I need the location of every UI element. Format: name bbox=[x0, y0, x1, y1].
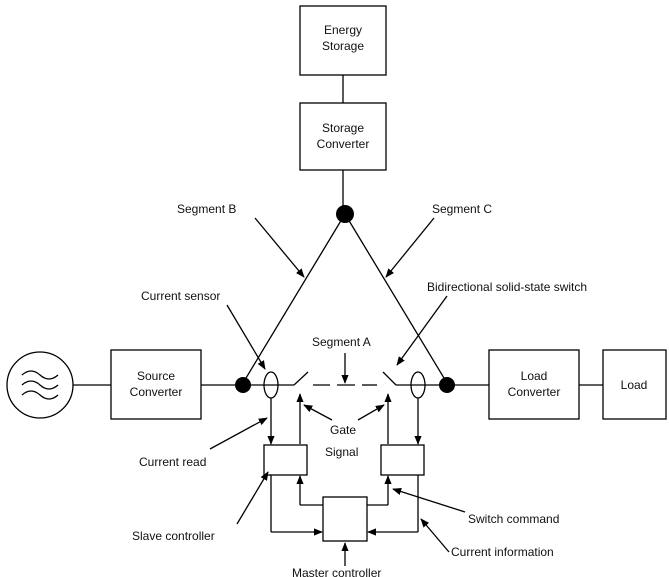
master-controller-label: Master controller bbox=[292, 566, 381, 577]
bidirectional-switch-label: Bidirectional solid-state switch bbox=[427, 280, 587, 294]
source-converter-box bbox=[110, 349, 202, 420]
current-sensor-pointer bbox=[226, 304, 266, 370]
segment-c-line bbox=[344, 213, 448, 384]
load-converter-label-2: Converter bbox=[508, 385, 561, 399]
slave-controller-label: Slave controller bbox=[132, 529, 215, 543]
current-information-label: Current information bbox=[451, 545, 554, 559]
load-converter-box bbox=[488, 349, 580, 420]
segment-c-label: Segment C bbox=[432, 202, 492, 216]
ac-wave-3 bbox=[21, 390, 59, 400]
slave-controller-pointer bbox=[236, 471, 269, 525]
current-sensor-label: Current sensor bbox=[141, 289, 220, 303]
storage-converter-label-2: Converter bbox=[317, 137, 370, 151]
switch-command-label: Switch command bbox=[468, 512, 559, 526]
load-converter-label-1: Load bbox=[521, 369, 548, 383]
energy-storage-label-1: Energy bbox=[324, 23, 362, 37]
storage-converter-label-1: Storage bbox=[322, 121, 364, 135]
master-controller-box bbox=[322, 496, 368, 542]
current-read-label: Current read bbox=[139, 455, 206, 469]
slave-controller-right bbox=[380, 444, 425, 476]
ac-wave-1 bbox=[21, 370, 59, 380]
segment-b-pointer bbox=[254, 217, 305, 278]
gate-pointer-right bbox=[357, 404, 385, 421]
bidirectional-switch-pointer bbox=[396, 295, 448, 366]
gate-label: Gate bbox=[330, 423, 356, 437]
switch-command-pointer bbox=[392, 488, 466, 513]
ac-wave-2 bbox=[21, 380, 59, 390]
storage-converter-box bbox=[299, 102, 387, 171]
current-information-pointer bbox=[420, 518, 450, 553]
load-label: Load bbox=[621, 378, 648, 392]
segment-c-pointer bbox=[385, 217, 435, 278]
current-read-pointer bbox=[209, 417, 268, 450]
signal-label: Signal bbox=[325, 445, 358, 459]
load-box bbox=[602, 349, 667, 420]
source-converter-label-1: Source bbox=[137, 369, 175, 383]
switch-left-blade bbox=[293, 371, 309, 386]
slave-controller-left bbox=[263, 444, 308, 476]
source-converter-label-2: Converter bbox=[130, 385, 183, 399]
segment-a-label: Segment A bbox=[312, 335, 371, 349]
energy-storage-label-2: Storage bbox=[322, 39, 364, 53]
switch-right-blade bbox=[382, 371, 397, 386]
energy-storage-box bbox=[299, 5, 387, 76]
segment-b-line bbox=[242, 213, 346, 384]
segment-b-label: Segment B bbox=[177, 202, 236, 216]
gate-pointer-left bbox=[303, 404, 333, 421]
